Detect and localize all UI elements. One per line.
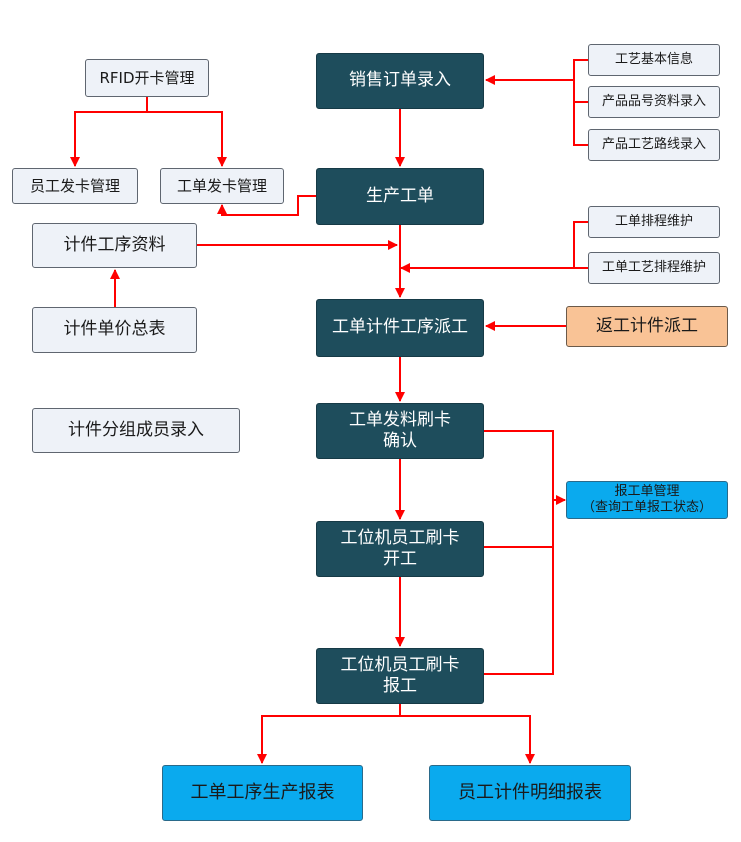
node-piece-group: 计件分组成员录入 (32, 408, 240, 453)
arrow-rfid-to-order-card (147, 111, 227, 167)
node-order-card: 工单发卡管理 (160, 168, 284, 204)
node-piece-process: 计件工序资料 (32, 223, 197, 268)
node-piece-price: 计件单价总表 (32, 307, 197, 353)
node-employee-card: 员工发卡管理 (12, 168, 138, 204)
node-schedule-maint: 工单排程维护 (588, 206, 720, 238)
node-dispatch: 工单计件工序派工 (316, 299, 484, 357)
arrow-rfid-to-cards (70, 97, 148, 167)
node-process-basic: 工艺基本信息 (588, 44, 720, 76)
node-process-schedule: 工单工艺排程维护 (588, 252, 720, 284)
node-process-report: 工单工序生产报表 (162, 765, 363, 821)
node-product-route: 产品工艺路线录入 (588, 129, 720, 161)
node-station-report: 工位机员工刷卡 报工 (316, 648, 484, 704)
node-sales-order: 销售订单录入 (316, 53, 484, 109)
arrow-production-to-order-card (217, 195, 316, 216)
node-material-confirm: 工单发料刷卡 确认 (316, 403, 484, 459)
arrow-report-to-reports (257, 704, 401, 764)
node-report-mgmt: 报工单管理 （查询工单报工状态） (566, 481, 728, 519)
node-station-start: 工位机员工刷卡 开工 (316, 521, 484, 577)
node-rework: 返工计件派工 (566, 306, 728, 347)
bracket-schedule (573, 221, 588, 269)
loop-report-mgmt (484, 430, 554, 675)
node-employee-report: 员工计件明细报表 (429, 765, 631, 821)
node-product-sku: 产品品号资料录入 (588, 86, 720, 118)
arrow-report-to-employee-report (400, 715, 535, 764)
node-rfid: RFID开卡管理 (85, 59, 209, 97)
node-production-order: 生产工单 (316, 168, 484, 225)
